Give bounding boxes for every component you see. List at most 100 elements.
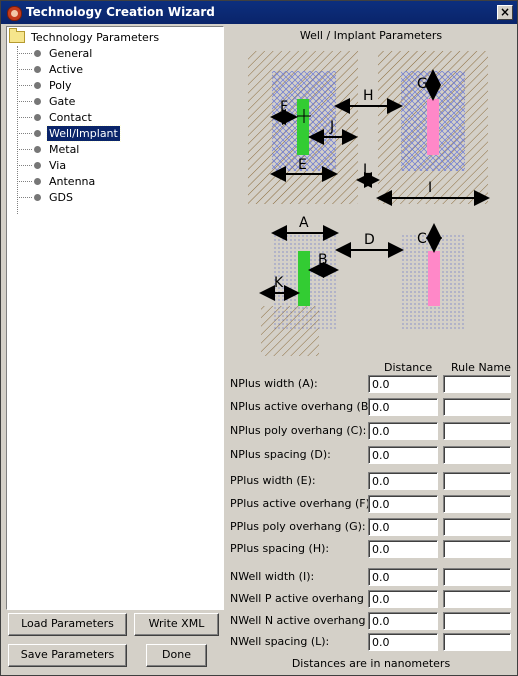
tree-item-label: Metal [49, 142, 80, 156]
tree-connector [17, 52, 32, 54]
label-l: L [363, 162, 371, 178]
well-implant-diagram: F J E H G L I A B D C K [248, 51, 490, 356]
tree-connector [17, 148, 32, 150]
tree-item[interactable]: Antenna [17, 173, 97, 189]
poly-right [427, 99, 439, 155]
tree-connector [17, 196, 32, 198]
tree-root[interactable]: Technology Parameters [9, 28, 160, 45]
param-label: PPlus spacing (H): [230, 542, 330, 555]
param-label: NWell spacing (L): [230, 635, 330, 648]
distance-field[interactable]: 0.0 [368, 568, 438, 586]
tree-item-label: Via [49, 158, 67, 172]
tree-connector [17, 164, 32, 166]
distance-field[interactable]: 0.0 [368, 633, 438, 651]
tree-connector [17, 132, 32, 134]
tree-connector [17, 116, 32, 118]
tree-item-label: Poly [49, 78, 72, 92]
param-label: PPlus poly overhang (G): [230, 520, 366, 533]
tree-item-label: Active [49, 62, 84, 76]
tree-root-label: Technology Parameters [31, 30, 160, 44]
tree-item[interactable]: Poly [17, 77, 74, 93]
distance-field[interactable]: 0.0 [368, 518, 438, 536]
rule-name-field[interactable] [443, 612, 511, 630]
active-bottom [298, 251, 310, 306]
label-c: C [417, 231, 427, 247]
tree-item[interactable]: Well/Implant [17, 124, 121, 142]
tree-item[interactable]: Via [17, 157, 68, 173]
label-g: G [417, 76, 428, 92]
distance-field[interactable]: 0.0 [368, 422, 438, 440]
save-parameters-button[interactable]: Save Parameters [8, 644, 127, 667]
param-label: NWell P active overhang (J): [230, 592, 383, 605]
tree-item[interactable]: Gate [17, 93, 77, 109]
rule-name-field[interactable] [443, 495, 511, 513]
units-note: Distances are in nanometers [291, 657, 451, 670]
leaf-bullet-icon [34, 177, 41, 185]
leaf-bullet-icon [34, 161, 41, 169]
window-title: Technology Creation Wizard [26, 5, 215, 19]
leaf-bullet-icon [34, 65, 41, 73]
distance-field[interactable]: 0.0 [368, 495, 438, 513]
rule-name-field[interactable] [443, 472, 511, 490]
leaf-bullet-icon [34, 145, 41, 153]
distance-field[interactable]: 0.0 [368, 472, 438, 490]
param-label: PPlus active overhang (F): [230, 497, 374, 510]
param-label: NPlus spacing (D): [230, 448, 331, 461]
leaf-bullet-icon [34, 81, 41, 89]
done-button[interactable]: Done [146, 644, 207, 667]
distance-field[interactable]: 0.0 [368, 590, 438, 608]
leaf-bullet-icon [34, 113, 41, 121]
tree-item-label: Antenna [49, 174, 96, 188]
poly-bottom [428, 251, 440, 306]
param-label: NWell width (I): [230, 570, 315, 583]
tree-item[interactable]: GDS [17, 189, 75, 205]
label-k: K [274, 275, 284, 291]
label-j: J [329, 119, 334, 135]
tree-connector [17, 46, 18, 214]
rule-name-field[interactable] [443, 446, 511, 464]
title-bar[interactable]: Technology Creation Wizard × [1, 1, 517, 24]
tree-item-label: General [49, 46, 93, 60]
rule-name-field[interactable] [443, 590, 511, 608]
load-parameters-button[interactable]: Load Parameters [8, 613, 127, 636]
label-e: E [298, 157, 307, 173]
label-f: F [280, 99, 288, 115]
tree-item-label: Gate [49, 94, 76, 108]
write-xml-button[interactable]: Write XML [134, 613, 219, 636]
app-icon [7, 6, 22, 21]
distance-column-header: Distance [384, 361, 433, 374]
tree-connector [17, 84, 32, 86]
rule-name-field[interactable] [443, 568, 511, 586]
rule-name-field[interactable] [443, 633, 511, 651]
well-implant-panel: Well / Implant Parameters [226, 25, 516, 675]
tree-item[interactable]: General [17, 45, 94, 61]
rule-name-field[interactable] [443, 398, 511, 416]
tree-item[interactable]: Contact [17, 109, 94, 125]
tree-item[interactable]: Active [17, 61, 85, 77]
tree-connector [17, 180, 32, 182]
rule-name-field[interactable] [443, 422, 511, 440]
tree-item-label: GDS [49, 190, 73, 204]
param-label: NWell N active overhang (K): [230, 614, 389, 627]
label-h: H [363, 88, 374, 104]
tree-connector [17, 68, 32, 70]
distance-field[interactable]: 0.0 [368, 398, 438, 416]
rule-name-field[interactable] [443, 518, 511, 536]
tree-item[interactable]: Metal [17, 141, 81, 157]
rule-name-field[interactable] [443, 540, 511, 558]
distance-field[interactable]: 0.0 [368, 446, 438, 464]
distance-field[interactable]: 0.0 [368, 540, 438, 558]
leaf-bullet-icon [34, 193, 41, 201]
param-label: NPlus active overhang (B): [230, 400, 377, 413]
close-button[interactable]: × [497, 5, 513, 20]
distance-field[interactable]: 0.0 [368, 612, 438, 630]
param-label: PPlus width (E): [230, 474, 316, 487]
label-b: B [318, 252, 328, 268]
rule-name-field[interactable] [443, 375, 511, 393]
leaf-bullet-icon [34, 129, 41, 137]
distance-field[interactable]: 0.0 [368, 375, 438, 393]
label-a: A [299, 215, 309, 231]
panel-title: Well / Implant Parameters [299, 29, 443, 42]
